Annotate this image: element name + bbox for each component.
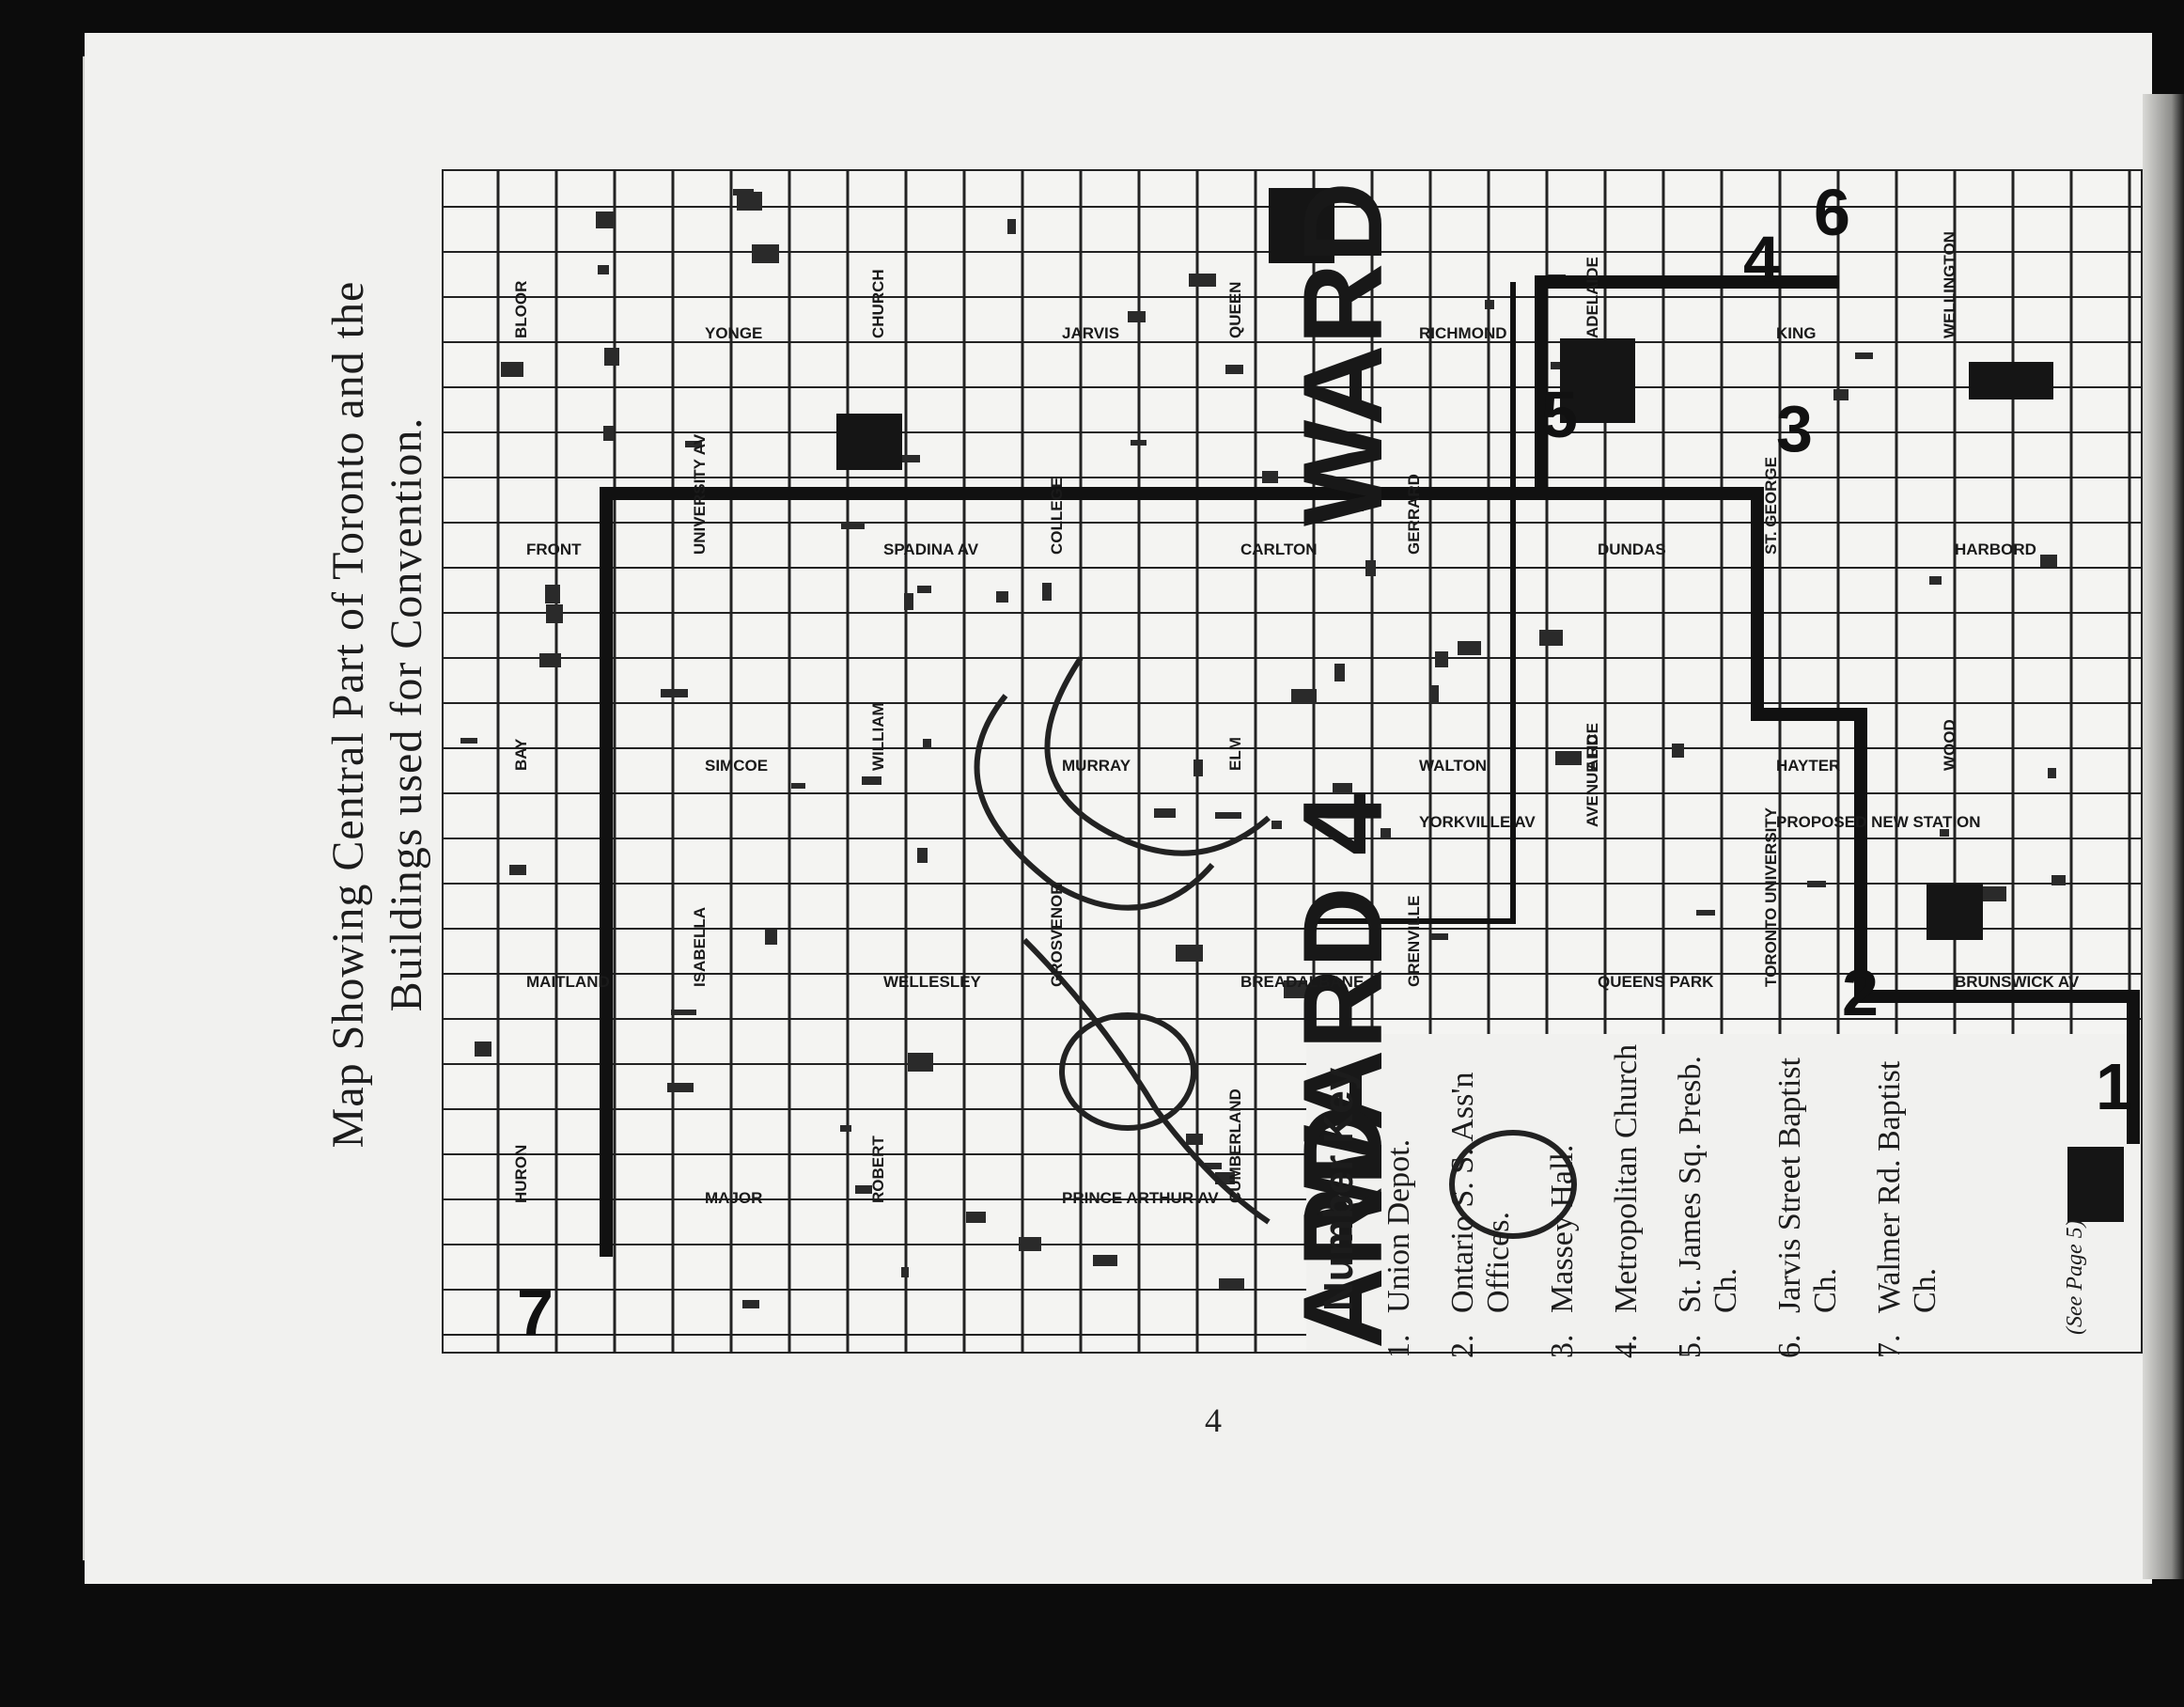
number-key-item: 1. Union Depot. bbox=[1381, 1039, 1417, 1358]
number-key-label: Union Depot. bbox=[1381, 1138, 1416, 1313]
street-label: MURRAY bbox=[1062, 757, 1131, 775]
marker-7: 7 bbox=[517, 1276, 554, 1349]
number-key-list: 1. Union Depot. 2. Ontario S. S. Ass'n Offi… bbox=[1381, 1039, 1972, 1358]
map-drawing: WARD 3 WARD 4 ARD 1 2 3 4 5 6 7 BLOOR YON… bbox=[442, 169, 2143, 1354]
number-key-num: 6. bbox=[1772, 1334, 1807, 1359]
number-key-label: Massey Hall. bbox=[1545, 1144, 1580, 1313]
page-number: 4 bbox=[1205, 1402, 1222, 1439]
number-key-label: Ontario S. S. Ass'n Offices. bbox=[1445, 1072, 1516, 1313]
marker-5: 5 bbox=[1541, 378, 1578, 451]
number-key-item: 7. Walmer Rd. Baptist Ch. bbox=[1872, 1039, 1943, 1358]
page-title: Map Showing Central Part of Toronto and … bbox=[320, 174, 436, 1255]
page-spine-shadow bbox=[2143, 94, 2184, 1579]
street-label: WALTON bbox=[1419, 757, 1487, 775]
street-label: KING bbox=[1776, 324, 1817, 342]
street-label: WELLINGTON bbox=[1941, 231, 1958, 338]
ward-3-label: WARD 3 bbox=[1280, 169, 1406, 526]
street-label: BAY bbox=[512, 738, 530, 771]
street-label: CHURCH bbox=[869, 269, 887, 338]
number-key-label: Metropolitan Church bbox=[1609, 1043, 1644, 1313]
number-key-heading: Number Key bbox=[1316, 1067, 1362, 1311]
street-label: BREADALBANE bbox=[1240, 973, 1364, 991]
street-label: GRENVILLE bbox=[1405, 896, 1423, 987]
marker-4: 4 bbox=[1743, 223, 1780, 296]
street-label: QUEEN bbox=[1226, 282, 1244, 338]
number-key-item: 3. Massey Hall. bbox=[1545, 1039, 1581, 1358]
number-key-label: Jarvis Street Baptist Ch. bbox=[1772, 1057, 1843, 1313]
marker-6: 6 bbox=[1814, 176, 1850, 249]
street-label: PRINCE ARTHUR AV bbox=[1062, 1189, 1219, 1207]
title-line-1: Map Showing Central Part of Toronto and … bbox=[323, 280, 373, 1149]
street-label: TORONTO UNIVERSITY bbox=[1762, 807, 1780, 987]
see-page-note: (See Page 5) bbox=[2063, 1219, 2087, 1335]
title-line-2: Buildings used for Convention. bbox=[382, 416, 431, 1012]
street-label: HARBORD bbox=[1955, 540, 2036, 558]
street-label: RICHMOND bbox=[1419, 324, 1507, 342]
number-key-item: 2. Ontario S. S. Ass'n Offices. bbox=[1445, 1039, 1517, 1358]
street-label: BLOOR bbox=[512, 281, 530, 338]
number-key-label: St. James Sq. Presb. Ch. bbox=[1673, 1056, 1743, 1313]
street-label: QUEENS PARK bbox=[1598, 973, 1714, 991]
street-label: JARVIS bbox=[1062, 324, 1119, 342]
toronto-map: WARD 3 WARD 4 ARD 1 2 3 4 5 6 7 BLOOR YON… bbox=[442, 169, 2143, 1354]
number-key-label: Walmer Rd. Baptist Ch. bbox=[1872, 1060, 1942, 1313]
street-label: COLLEGE bbox=[1048, 478, 1066, 555]
number-key-item: 6. Jarvis Street Baptist Ch. bbox=[1772, 1039, 1844, 1358]
marker-2: 2 bbox=[1842, 956, 1879, 1029]
street-label: MAJOR bbox=[705, 1189, 762, 1207]
street-label: UNIVERSITY AV bbox=[691, 433, 709, 555]
street-label: WELLESLEY bbox=[883, 973, 982, 991]
street-label: BRUNSWICK AV bbox=[1955, 973, 2080, 991]
number-key-item: 4. Metropolitan Church bbox=[1609, 1039, 1645, 1358]
street-label: WILLIAM bbox=[869, 702, 887, 771]
number-key-num: 4. bbox=[1609, 1334, 1644, 1359]
street-label: DUNDAS bbox=[1598, 540, 1666, 558]
street-label: PROPOSED NEW STATION bbox=[1776, 813, 1981, 831]
ward-4-label: WARD 4 bbox=[1280, 792, 1406, 1231]
street-label: HURON bbox=[512, 1145, 530, 1203]
street-label: CUMBERLAND bbox=[1226, 1088, 1244, 1203]
ward-partial-label: ARD bbox=[1280, 1104, 1406, 1349]
street-label: SPADINA AV bbox=[883, 540, 979, 558]
street-label: GERRARD bbox=[1405, 474, 1423, 555]
number-key-num: 7. bbox=[1872, 1334, 1907, 1359]
street-label: YONGE bbox=[705, 324, 762, 342]
number-key-num: 5. bbox=[1673, 1334, 1708, 1359]
number-key-num: 3. bbox=[1545, 1334, 1580, 1359]
number-key-num: 2. bbox=[1445, 1334, 1480, 1359]
street-label: AVENUE RD bbox=[1583, 734, 1601, 827]
street-label: ST. GEORGE bbox=[1762, 457, 1780, 555]
street-label: CARLTON bbox=[1240, 540, 1318, 558]
street-label: ALICE bbox=[1583, 723, 1601, 771]
number-key-item: 5. St. James Sq. Presb. Ch. bbox=[1673, 1039, 1744, 1358]
street-label: YORKVILLE AV bbox=[1419, 813, 1536, 831]
street-label: WOOD bbox=[1941, 719, 1958, 771]
marker-3: 3 bbox=[1776, 392, 1813, 465]
street-label: SIMCOE bbox=[705, 757, 768, 775]
street-label: FRONT bbox=[526, 540, 582, 558]
street-label: ROBERT bbox=[869, 1135, 887, 1203]
street-label: HAYTER bbox=[1776, 757, 1840, 775]
street-label: GROSVENOR bbox=[1048, 883, 1066, 987]
number-key-num: 1. bbox=[1381, 1334, 1416, 1359]
marker-1: 1 bbox=[2096, 1050, 2132, 1123]
street-label: ISABELLA bbox=[691, 907, 709, 987]
street-label: ADELAIDE bbox=[1583, 257, 1601, 338]
street-label: ELM bbox=[1226, 737, 1244, 771]
street-label: MAITLAND bbox=[526, 973, 610, 991]
